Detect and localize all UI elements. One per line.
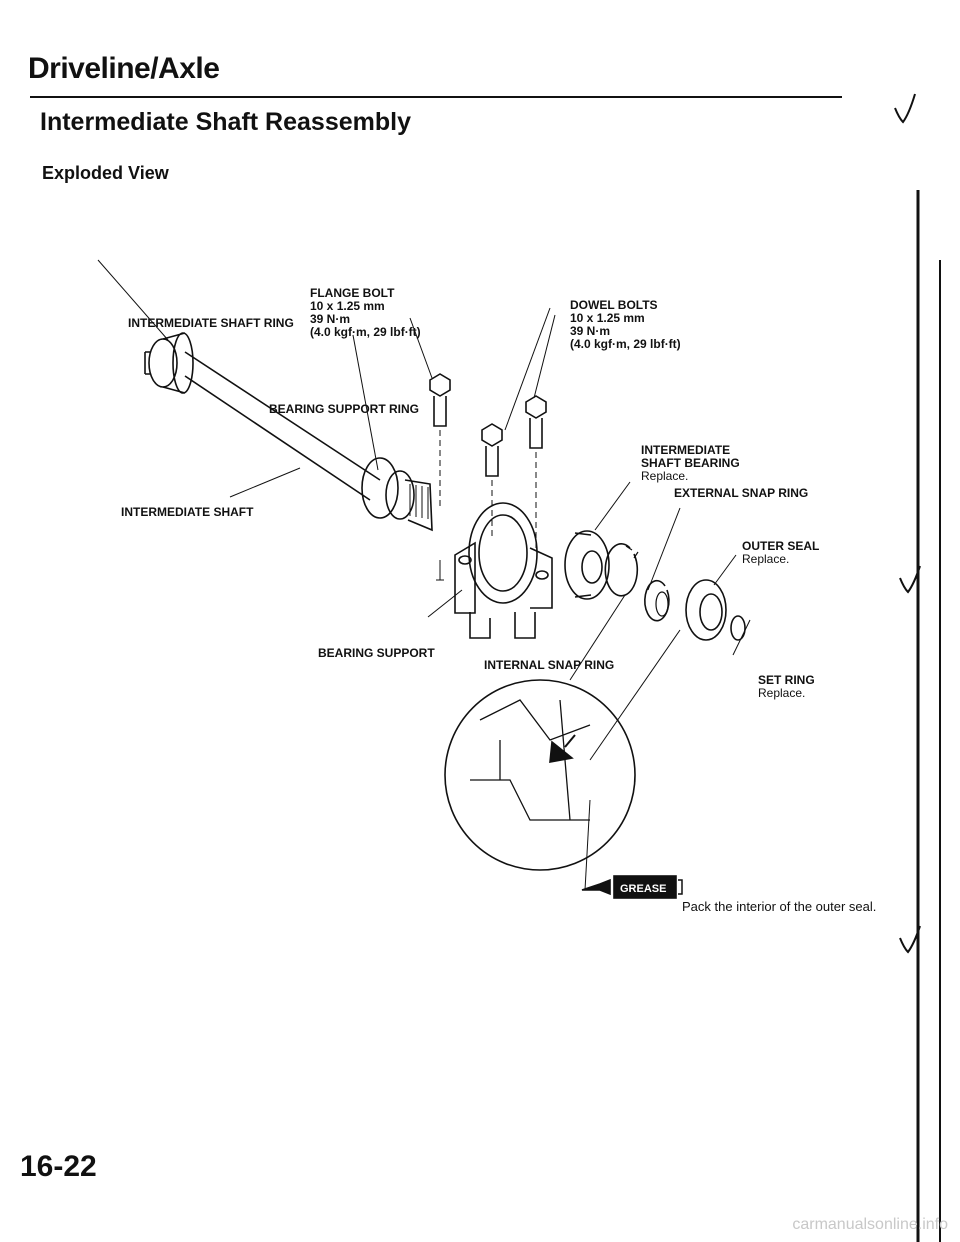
flange-bolt-torque: 39 N·m	[310, 312, 351, 326]
intermediate-shaft-ring-label: INTERMEDIATE SHAFT RING	[128, 316, 294, 330]
leader-lines	[97, 259, 751, 891]
intermediate-shaft-bearing-name-1: INTERMEDIATE	[641, 443, 731, 457]
internal-snap-ring-drawing	[604, 543, 639, 597]
intermediate-shaft-bearing-drawing	[564, 530, 610, 600]
dowel-bolts-name: DOWEL BOLTS	[570, 298, 658, 312]
flange-bolt-size: 10 x 1.25 mm	[310, 299, 385, 313]
dowel-bolts-torque-alt: (4.0 kgf·m, 29 lbf·ft)	[570, 337, 681, 351]
page-corner-mark	[894, 93, 916, 124]
seal-detail-circle	[444, 679, 636, 871]
flange-bolt-drawing	[429, 373, 451, 510]
outer-seal-label: OUTER SEAL Replace.	[742, 540, 819, 566]
flange-bolt-torque-alt: (4.0 kgf·m, 29 lbf·ft)	[310, 325, 421, 339]
bearing-support-ring-label: BEARING SUPPORT RING	[269, 402, 420, 416]
outer-seal-note: Replace.	[742, 552, 790, 566]
dowel-bolts-torque: 39 N·m	[570, 324, 611, 338]
dowel-bolts-size: 10 x 1.25 mm	[570, 311, 645, 325]
page-corner-mark	[899, 925, 921, 954]
flange-bolt-name: FLANGE BOLT	[310, 286, 395, 300]
set-ring-name: SET RING	[758, 673, 815, 687]
grease-badge: GREASE	[620, 883, 666, 895]
intermediate-shaft-bearing-label: INTERMEDIATE SHAFT BEARING Replace.	[641, 444, 740, 483]
watermark: carmanualsonline.info	[792, 1216, 948, 1233]
dowel-bolts-label: DOWEL BOLTS 10 x 1.25 mm 39 N·m (4.0 kgf…	[570, 299, 681, 351]
intermediate-shaft-bearing-note: Replace.	[641, 469, 689, 483]
outer-seal-drawing	[685, 579, 727, 641]
set-ring-label: SET RING Replace.	[758, 674, 815, 700]
bearing-support-drawing	[436, 502, 553, 639]
grease-note: Pack the interior of the outer seal.	[682, 899, 877, 914]
section-title: Driveline/Axle	[28, 52, 220, 85]
view-label: Exploded View	[42, 163, 169, 183]
grease-tube-icon	[581, 875, 683, 899]
intermediate-shaft-drawing	[144, 332, 433, 532]
page-corner-mark	[899, 565, 921, 594]
external-snap-ring-drawing	[644, 579, 670, 622]
internal-snap-ring-label: INTERNAL SNAP RING	[484, 658, 615, 672]
flange-bolt-label: FLANGE BOLT 10 x 1.25 mm 39 N·m (4.0 kgf…	[310, 287, 421, 339]
bearing-support-label: BEARING SUPPORT	[318, 646, 435, 660]
set-ring-note: Replace.	[758, 686, 806, 700]
intermediate-shaft-label: INTERMEDIATE SHAFT	[121, 505, 254, 519]
set-ring-drawing	[730, 615, 746, 641]
page-heading: Intermediate Shaft Reassembly	[40, 108, 411, 136]
page-number: 16-22	[20, 1150, 97, 1183]
outer-seal-name: OUTER SEAL	[742, 539, 820, 553]
intermediate-shaft-bearing-name-2: SHAFT BEARING	[641, 456, 740, 470]
dowel-bolts-drawing	[481, 395, 547, 552]
title-rule	[30, 96, 842, 98]
external-snap-ring-label: EXTERNAL SNAP RING	[674, 486, 809, 500]
